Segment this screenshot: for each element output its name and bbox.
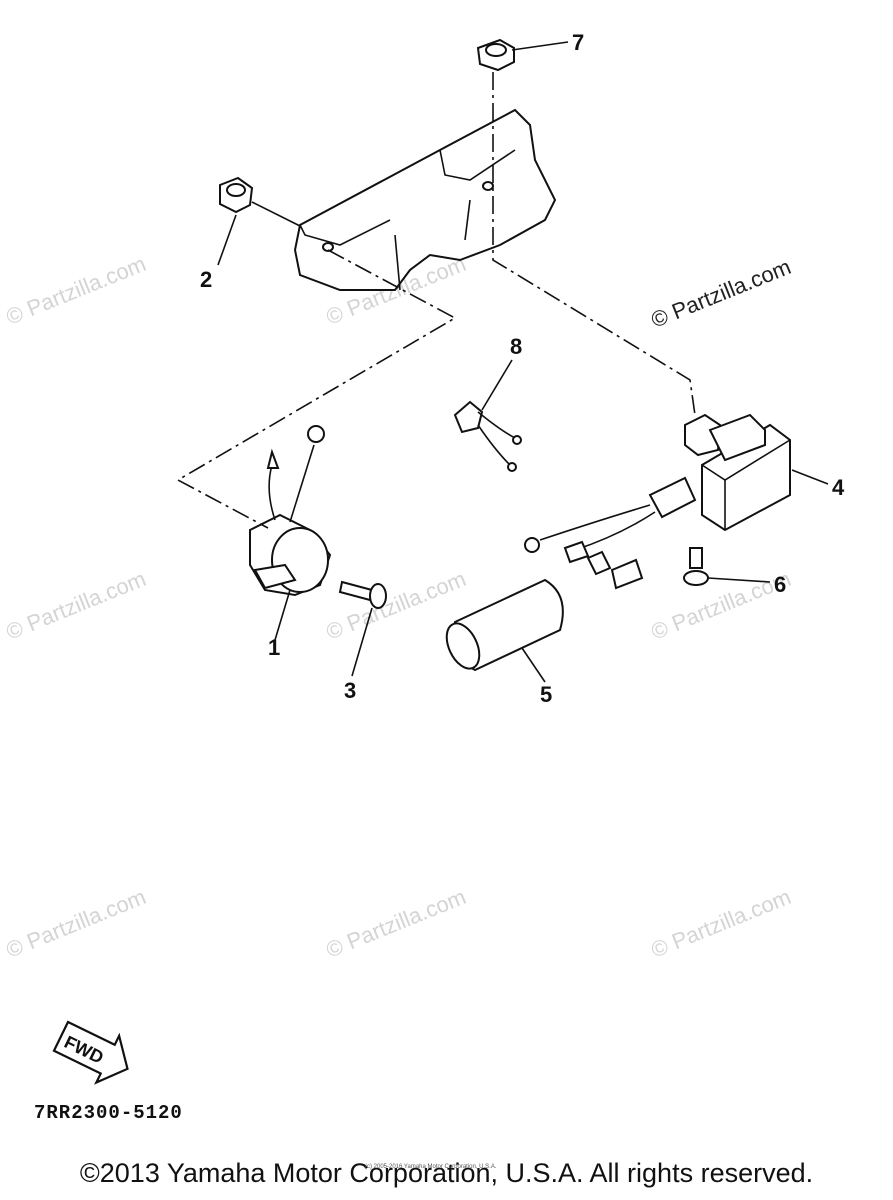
diagram-code: 7RR2300-5120 — [34, 1102, 183, 1124]
copyright-text: ©2013 Yamaha Motor Corporation, U.S.A. A… — [79, 1158, 814, 1188]
nut-part-2 — [219, 176, 254, 214]
callout-7: 7 — [572, 30, 584, 55]
screw-part-6 — [683, 547, 709, 586]
watermark: © Partzilla.com — [648, 884, 795, 963]
callouts: 1 2 3 4 5 6 7 8 — [200, 30, 845, 707]
module-part-4 — [524, 413, 791, 590]
watermark: © Partzilla.com — [648, 254, 795, 333]
callout-6: 6 — [774, 572, 786, 597]
small-copyright-note: (c) 2005-2016 Yamaha Motor Corporation, … — [365, 1164, 497, 1170]
watermark: © Partzilla.com — [323, 884, 470, 963]
callout-2: 2 — [200, 267, 212, 292]
callout-4: 4 — [832, 475, 845, 500]
callout-5: 5 — [540, 682, 552, 707]
watermark: © Partzilla.com — [648, 566, 795, 645]
fwd-arrow-icon: FWD — [52, 1020, 129, 1085]
watermark: © Partzilla.com — [3, 251, 150, 330]
assembly-lines — [176, 72, 696, 529]
leader-lines — [217, 41, 829, 683]
callout-1: 1 — [268, 635, 280, 660]
watermark: © Partzilla.com — [3, 884, 150, 963]
horn-part-1 — [249, 425, 332, 597]
watermarks: © Partzilla.com © Partzilla.com © Partzi… — [3, 251, 795, 963]
callout-3: 3 — [344, 678, 356, 703]
nut-part-7 — [476, 38, 515, 72]
bolt-part-3 — [338, 580, 387, 609]
bracket-part — [293, 108, 557, 291]
callout-8: 8 — [510, 334, 522, 359]
sleeve-part-5 — [445, 578, 564, 672]
watermark: © Partzilla.com — [3, 566, 150, 645]
clip-part-8 — [453, 400, 522, 472]
